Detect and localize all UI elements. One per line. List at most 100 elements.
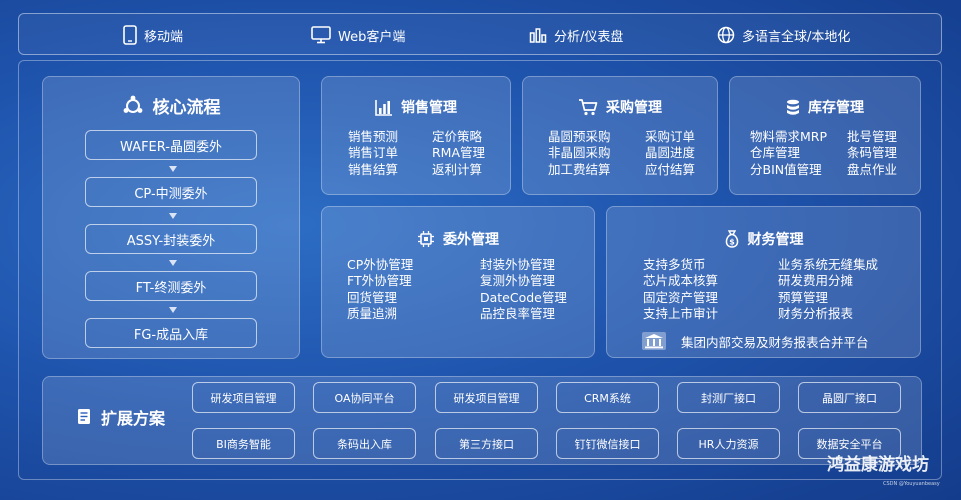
extensions-panel: 扩展方案 — [42, 376, 922, 465]
platform-analytics-label: 分析/仪表盘 — [554, 29, 624, 45]
finance-footer-text: 集团内部交易及财务报表合并平台 — [681, 334, 869, 350]
ext-chip-dingtalk-wechat[interactable]: 钉钉微信接口 — [556, 428, 659, 459]
feature-item: DateCode管理 — [480, 289, 567, 305]
process-step-ft[interactable]: FT-终测委外 — [85, 271, 257, 301]
platform-global-label: 多语言全球/本地化 — [742, 29, 851, 45]
feature-item: 应付结算 — [645, 161, 696, 177]
document-icon — [78, 409, 90, 424]
sales-features: 销售预测 销售订单 销售结算 定价策略 RMA管理 返利计算 — [348, 129, 485, 178]
platform-web-label: Web客户端 — [338, 29, 406, 45]
bank-icon — [642, 332, 666, 350]
platform-web[interactable]: Web客户端 — [311, 22, 405, 48]
ext-chip-crm[interactable]: CRM系统 — [556, 382, 659, 413]
finance-module-title: $ 财务管理 — [607, 229, 920, 249]
inventory-module[interactable]: 库存管理 物料需求MRP 仓库管理 分BIN值管理 批号管理 条码管理 盘点作业 — [729, 76, 921, 195]
mobile-icon — [123, 25, 137, 45]
sales-module[interactable]: 销售管理 销售预测 销售订单 销售结算 定价策略 RMA管理 返利计算 — [321, 76, 511, 195]
chip-icon — [418, 231, 434, 247]
finance-module-title-text: 财务管理 — [747, 232, 804, 248]
feature-item: 盘点作业 — [847, 161, 898, 177]
platform-global[interactable]: 多语言全球/本地化 — [717, 22, 850, 48]
extensions-title: 扩展方案 — [77, 405, 165, 429]
feature-item: 加工费结算 — [548, 161, 611, 177]
money-bag-icon: $ — [725, 230, 738, 248]
ext-chip-rd-project-2[interactable]: 研发项目管理 — [435, 382, 538, 413]
network-icon — [123, 95, 142, 113]
feature-item: 条码管理 — [847, 145, 898, 161]
sales-module-title: 销售管理 — [322, 97, 510, 117]
process-step-wafer[interactable]: WAFER-晶圆委外 — [85, 130, 257, 160]
database-icon — [787, 99, 799, 115]
feature-item: 晶圆预采购 — [548, 129, 611, 144]
process-step-cp[interactable]: CP-中测委外 — [85, 177, 257, 207]
core-process-panel: 核心流程 WAFER-晶圆委外 CP-中测委外 ASSY-封装委外 FT-终测委… — [42, 76, 300, 359]
feature-item: 封装外协管理 — [480, 257, 556, 272]
purchase-module-title-text: 采购管理 — [606, 100, 662, 116]
feature-item: 仓库管理 — [750, 145, 801, 161]
feature-item: CP外协管理 — [347, 257, 414, 272]
feature-item: 财务分析报表 — [778, 305, 854, 321]
feature-item: 芯片成本核算 — [643, 273, 719, 289]
monitor-icon — [311, 26, 331, 44]
ext-chip-oa[interactable]: OA协同平台 — [313, 382, 416, 413]
platform-bar: 移动端 Web客户端 分析/仪表盘 多语言全球/本地化 — [18, 13, 942, 55]
sales-module-title-text: 销售管理 — [401, 100, 457, 116]
feature-item: 预算管理 — [778, 289, 829, 305]
feature-item: 研发费用分摊 — [778, 273, 854, 289]
feature-item: 定价策略 — [432, 129, 483, 144]
feature-item: 晶圆进度 — [645, 145, 696, 161]
ext-chip-barcode[interactable]: 条码出入库 — [313, 428, 416, 459]
feature-item: 销售订单 — [348, 145, 399, 161]
process-arrow — [169, 213, 177, 219]
ext-chip-data-security[interactable]: 数据安全平台 — [798, 428, 901, 459]
outsourcing-module[interactable]: 委外管理 CP外协管理 FT外协管理 回货管理 质量追溯 封装外协管理 复测外协… — [321, 206, 595, 358]
finance-module[interactable]: $ 财务管理 支持多货币 芯片成本核算 固定资产管理 支持上市审计 业务系统无缝… — [606, 206, 921, 358]
chart-icon — [375, 99, 392, 116]
platform-mobile[interactable]: 移动端 — [123, 22, 183, 48]
outsourcing-features: CP外协管理 FT外协管理 回货管理 质量追溯 封装外协管理 复测外协管理 Da… — [347, 257, 567, 322]
cart-icon — [579, 99, 598, 116]
feature-item: 销售预测 — [348, 129, 399, 144]
feature-item: FT外协管理 — [347, 273, 412, 289]
process-arrow — [169, 260, 177, 266]
outsourcing-module-title-text: 委外管理 — [443, 232, 499, 248]
bar-chart-icon — [529, 28, 547, 43]
ext-chip-hr[interactable]: HR人力资源 — [677, 428, 780, 459]
inventory-features: 物料需求MRP 仓库管理 分BIN值管理 批号管理 条码管理 盘点作业 — [750, 129, 897, 178]
extensions-title-text: 扩展方案 — [101, 409, 166, 428]
purchase-features: 晶圆预采购 非晶圆采购 加工费结算 采购订单 晶圆进度 应付结算 — [548, 129, 695, 178]
ext-chip-fab-interface[interactable]: 晶圆厂接口 — [798, 382, 901, 413]
ext-chip-bi[interactable]: BI商务智能 — [192, 428, 295, 459]
feature-item: 采购订单 — [645, 129, 696, 144]
feature-item: 复测外协管理 — [480, 273, 556, 289]
ext-chip-third-party[interactable]: 第三方接口 — [435, 428, 538, 459]
purchase-module-title: 采购管理 — [523, 97, 717, 117]
architecture-frame — [18, 60, 942, 480]
feature-item: 支持上市审计 — [643, 305, 719, 321]
finance-footer: 集团内部交易及财务报表合并平台 — [641, 331, 869, 351]
feature-item: 物料需求MRP — [750, 129, 828, 144]
process-step-assy[interactable]: ASSY-封装委外 — [85, 224, 257, 254]
feature-item: 品控良率管理 — [480, 305, 556, 321]
process-arrow — [169, 307, 177, 313]
platform-analytics[interactable]: 分析/仪表盘 — [529, 22, 623, 48]
ext-chip-osat-interface[interactable]: 封测厂接口 — [677, 382, 780, 413]
svg-text:$: $ — [729, 237, 735, 246]
inventory-module-title-text: 库存管理 — [808, 100, 864, 116]
outsourcing-module-title: 委外管理 — [322, 229, 594, 249]
process-arrow — [169, 166, 177, 172]
feature-item: RMA管理 — [432, 145, 486, 161]
feature-item: 业务系统无缝集成 — [778, 257, 879, 272]
feature-item: 批号管理 — [847, 129, 898, 144]
core-process-title: 核心流程 — [43, 93, 299, 118]
feature-item: 回货管理 — [347, 289, 398, 305]
purchase-module[interactable]: 采购管理 晶圆预采购 非晶圆采购 加工费结算 采购订单 晶圆进度 应付结算 — [522, 76, 718, 195]
inventory-module-title: 库存管理 — [730, 97, 920, 117]
process-step-fg[interactable]: FG-成品入库 — [85, 318, 257, 348]
credit-text: CSDN @Youyuanbeasy — [883, 481, 940, 487]
globe-icon — [717, 26, 735, 44]
ext-chip-rd-project-1[interactable]: 研发项目管理 — [192, 382, 295, 413]
feature-item: 分BIN值管理 — [750, 161, 822, 177]
feature-item: 支持多货币 — [643, 257, 706, 272]
